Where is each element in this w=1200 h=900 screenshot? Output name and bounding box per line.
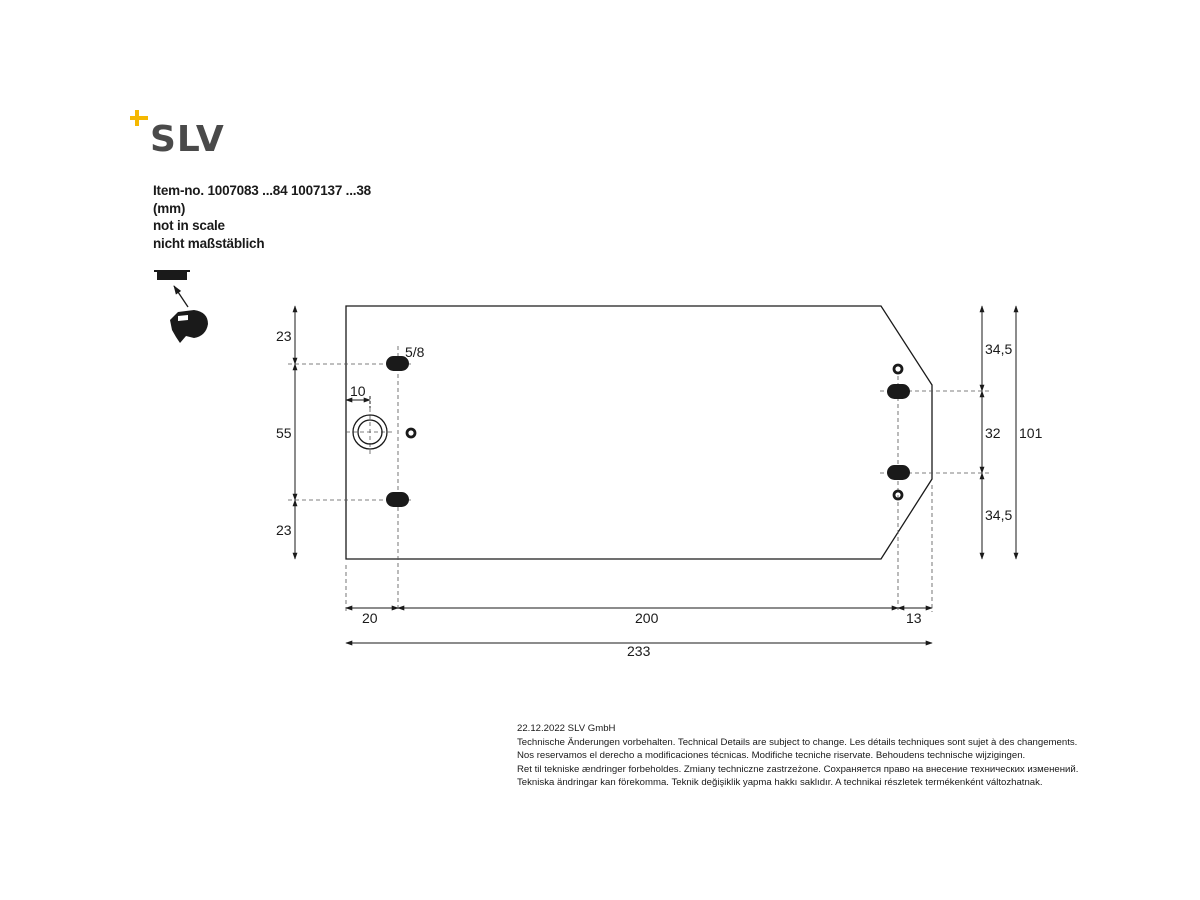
small-holes bbox=[405, 363, 904, 501]
dim-total-length: 233 bbox=[627, 643, 651, 659]
dim-bottom-left-offset: 20 bbox=[362, 610, 378, 626]
slot bbox=[887, 465, 910, 480]
footer-date-company: 22.12.2022 SLV GmbH bbox=[517, 723, 616, 734]
header-block: Item-no. 1007083 ...84 1007137 ...38 (mm… bbox=[153, 182, 371, 252]
hole bbox=[892, 489, 904, 501]
item-number: Item-no. 1007083 ...84 1007137 ...38 bbox=[153, 183, 371, 198]
footer-line: Ret til tekniske ændringer forbeholdes. … bbox=[517, 763, 1079, 775]
cable-entry bbox=[352, 414, 388, 450]
dim-right-middle: 32 bbox=[985, 425, 1001, 441]
footer-line: Nos reservamos el derecho a modificacion… bbox=[517, 750, 1026, 761]
mounting-detail-icon bbox=[154, 270, 208, 343]
dim-top-left: 23 bbox=[276, 328, 292, 344]
slot bbox=[386, 356, 409, 371]
dim-bottom-span: 200 bbox=[635, 610, 659, 626]
slv-logo-mark: SLV bbox=[130, 110, 225, 160]
right-dimension-lines bbox=[979, 305, 1019, 560]
dim-total-height: 101 bbox=[1019, 425, 1043, 441]
bottom-dimension-lines bbox=[345, 605, 933, 646]
footer-disclaimer: 22.12.2022 SLV GmbH Technische Änderunge… bbox=[517, 722, 1137, 790]
bottom-extension-lines bbox=[345, 485, 933, 612]
footer-line: Tekniska ändringar kan förekomma. Teknik… bbox=[517, 777, 1043, 788]
dim-right-top: 34,5 bbox=[985, 341, 1012, 357]
hole bbox=[892, 363, 904, 375]
plate-outline bbox=[345, 305, 933, 560]
slv-logo: SLV bbox=[130, 110, 240, 165]
dim-right-bottom: 34,5 bbox=[985, 507, 1012, 523]
dim-bottom-right-offset: 13 bbox=[906, 610, 922, 626]
dim-middle-left: 55 bbox=[276, 425, 292, 441]
hole bbox=[405, 427, 417, 439]
scale-note-en: not in scale bbox=[153, 218, 225, 233]
logo-text: SLV bbox=[150, 119, 225, 160]
mounting-slots bbox=[386, 356, 910, 507]
hole-offset-line bbox=[345, 396, 371, 408]
dim-hole-offset: 10 bbox=[350, 383, 366, 399]
units-label: (mm) bbox=[153, 200, 186, 216]
plus-icon bbox=[130, 110, 148, 126]
slot bbox=[386, 492, 409, 507]
dim-slot-size: 5/8 bbox=[405, 344, 425, 360]
slot bbox=[887, 384, 910, 399]
center-lines bbox=[288, 346, 990, 610]
scale-note-de: nicht maßstäblich bbox=[153, 235, 265, 251]
footer-line: Technische Änderungen vorbehalten. Techn… bbox=[517, 736, 1078, 748]
dim-bottom-left: 23 bbox=[276, 522, 292, 538]
